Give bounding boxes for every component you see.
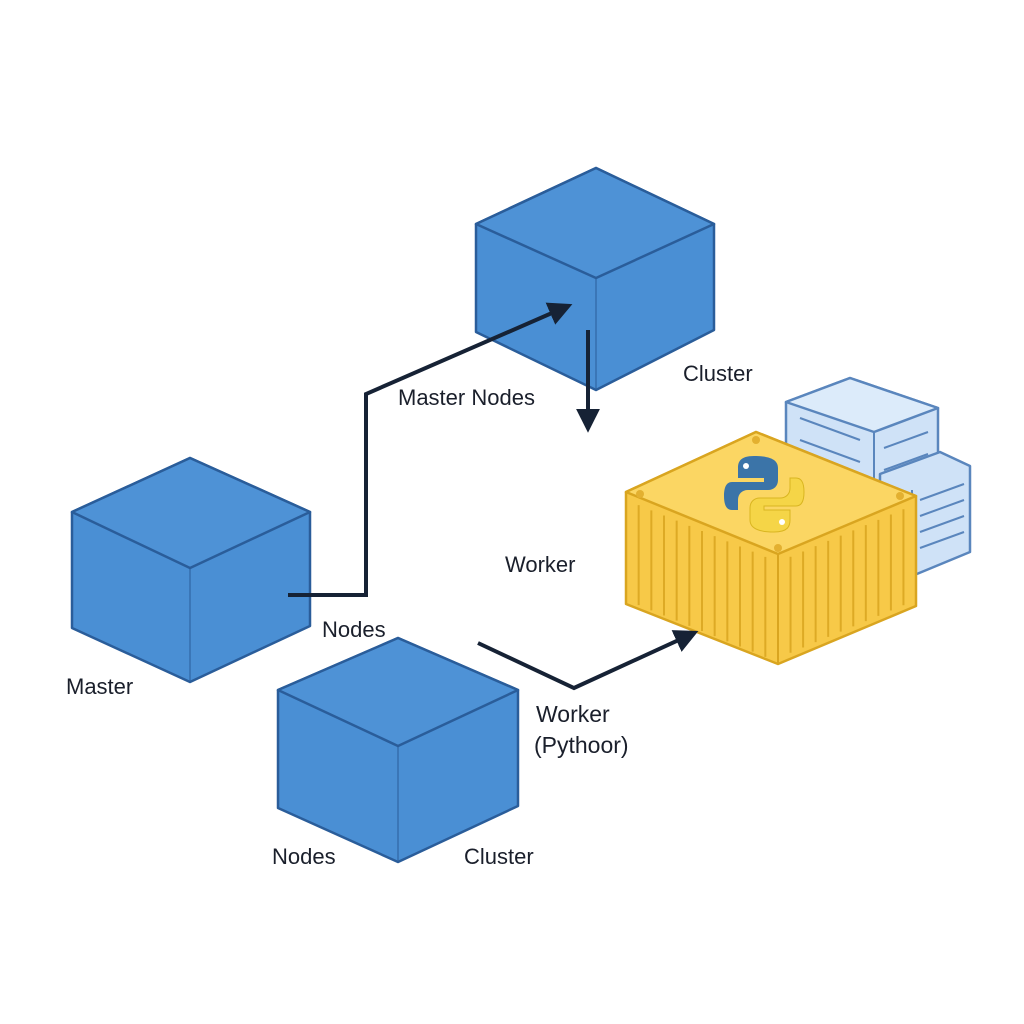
cluster-node-bottom[interactable] [276,636,520,864]
master-node[interactable] [70,456,312,684]
python-logo-icon [724,456,805,533]
label-worker-mid: Worker [505,552,576,577]
label-nodes-bottom: Nodes [272,844,336,869]
arrow-nodes-to-worker [477,630,699,691]
label-cluster-top: Cluster [683,361,753,386]
label-worker-python-line1: Worker [536,701,610,727]
worker-container[interactable] [624,430,918,666]
arrow-master-to-cluster [288,302,573,597]
label-cluster-bottom: Cluster [464,844,534,869]
label-master-nodes: Master Nodes [398,385,535,410]
label-worker-python-line2: (Pythoor) [534,732,629,758]
label-nodes-mid: Nodes [322,617,386,642]
cluster-node-top[interactable] [474,166,716,392]
label-master: Master [66,674,133,699]
